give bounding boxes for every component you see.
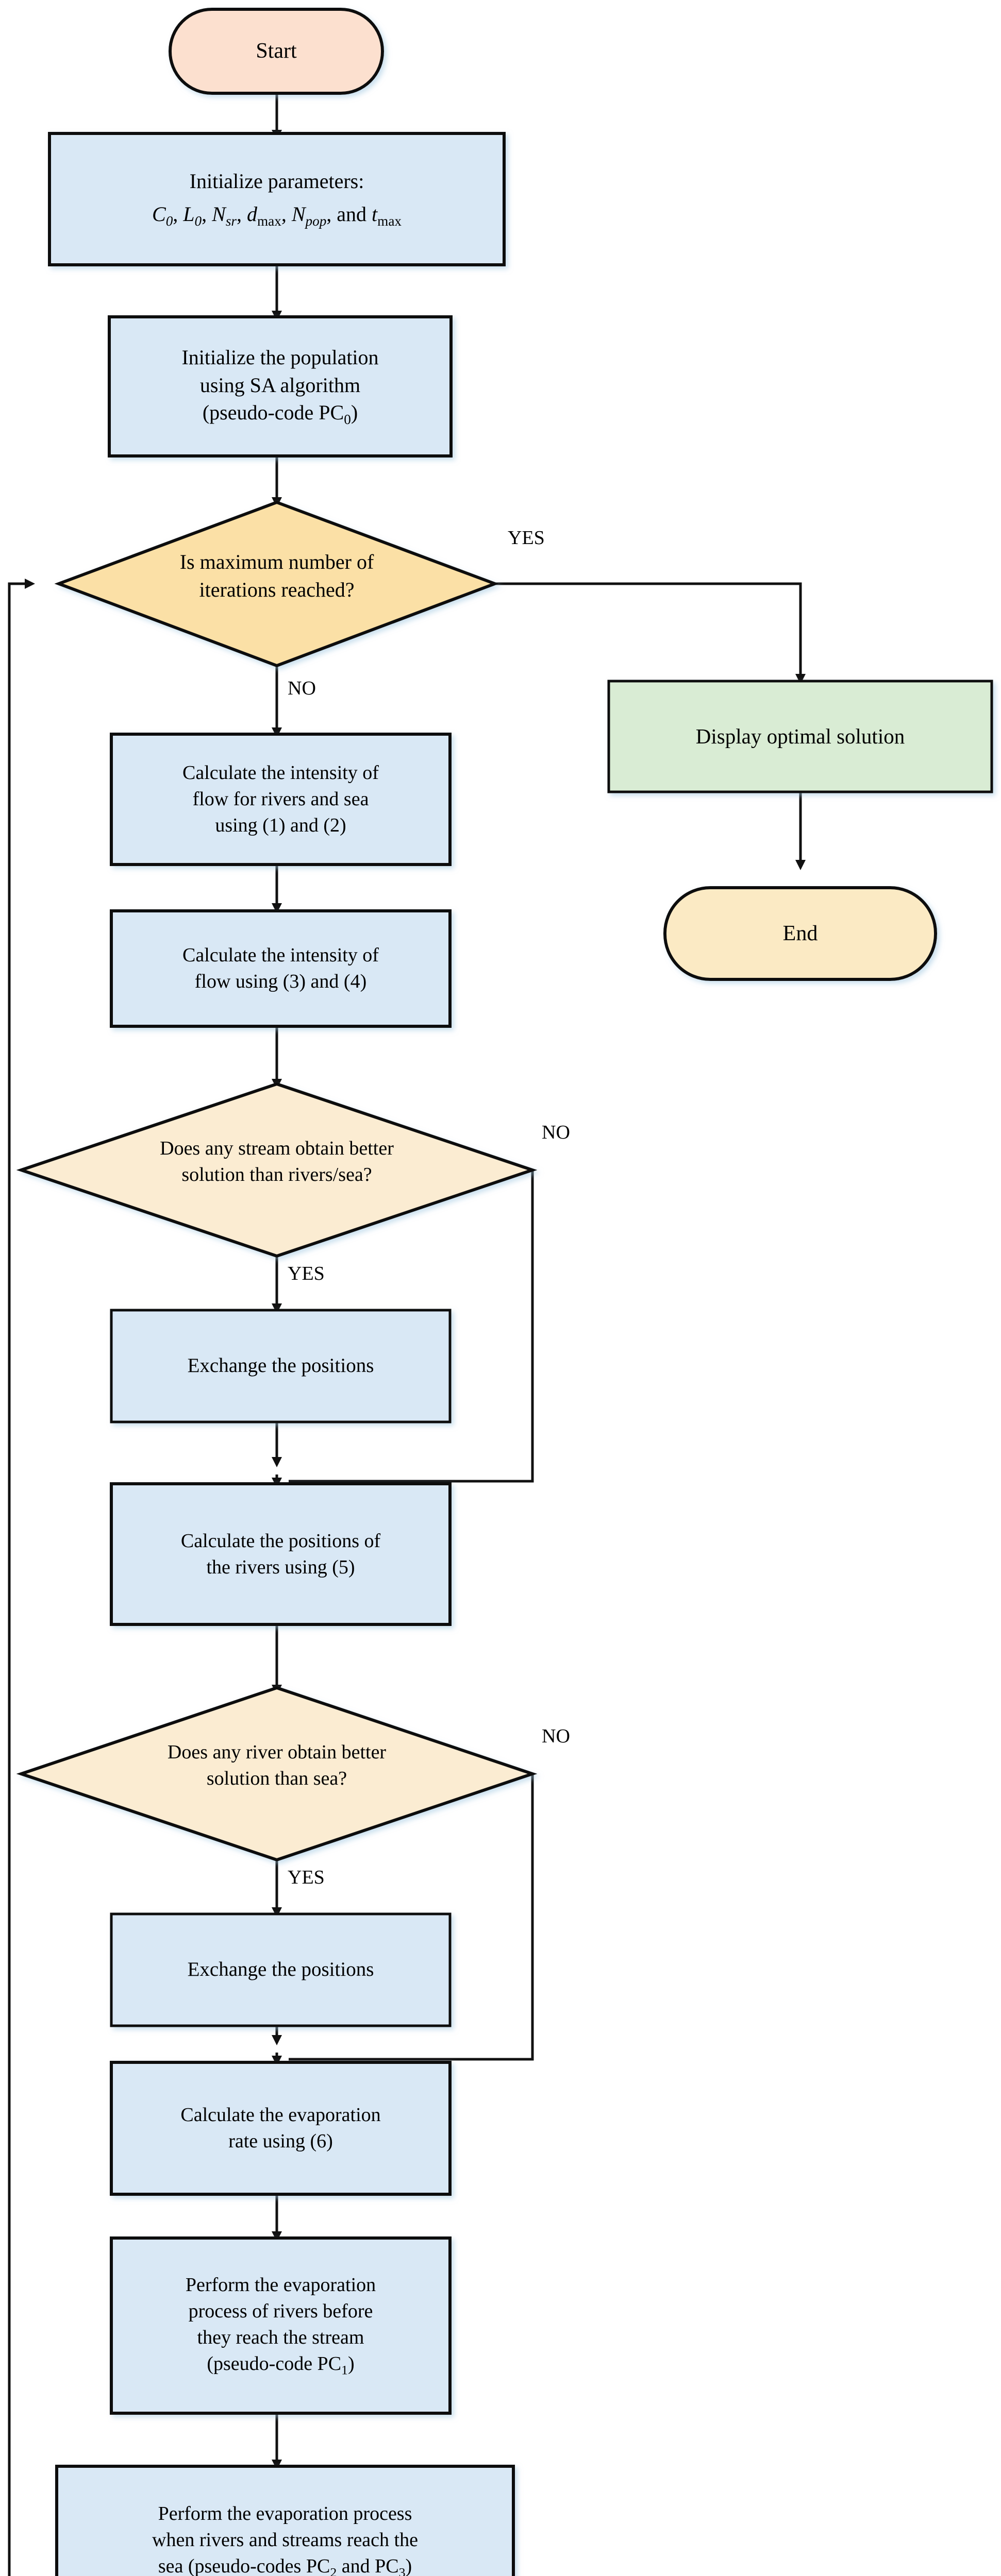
node-end-shape[interactable]: [663, 886, 937, 981]
node-evap-rivers-shape[interactable]: [110, 2236, 452, 2415]
node-exchange1-shape[interactable]: [110, 1309, 452, 1423]
node-init-pop-shape[interactable]: [108, 315, 453, 457]
node-calc-flow12-shape[interactable]: [110, 733, 452, 866]
node-check-iter-shape[interactable]: [54, 500, 499, 668]
edge-dec-river-no: [289, 1774, 534, 2061]
node-calc-pos5-shape[interactable]: [110, 1482, 452, 1626]
edge-loop-back: [8, 579, 35, 2576]
node-evap-sea-shape[interactable]: [55, 2465, 515, 2576]
edge-label-no-river: NO: [542, 1725, 570, 1747]
edge-label-yes-iter: YES: [508, 527, 545, 549]
node-dec-river-shape[interactable]: [16, 1686, 538, 1862]
edge-label-yes-river: YES: [288, 1867, 325, 1888]
edge-dec-stream-no: [289, 1170, 534, 1483]
node-calc-flow34-shape[interactable]: [110, 909, 452, 1028]
node-init-params-shape[interactable]: [48, 132, 506, 266]
edge-label-no-stream: NO: [542, 1122, 570, 1143]
edge-label-yes-stream: YES: [288, 1263, 325, 1284]
edge-label-no-iter: NO: [288, 677, 316, 699]
node-dec-stream-shape[interactable]: [16, 1082, 538, 1258]
node-exchange2-shape[interactable]: [110, 1912, 452, 2027]
node-display-shape[interactable]: [607, 680, 993, 793]
edge-check-iter-yes: [495, 582, 806, 684]
node-start-shape[interactable]: [169, 8, 384, 95]
node-calc-evap6-shape[interactable]: [110, 2061, 452, 2196]
connector-group: [8, 93, 806, 2576]
